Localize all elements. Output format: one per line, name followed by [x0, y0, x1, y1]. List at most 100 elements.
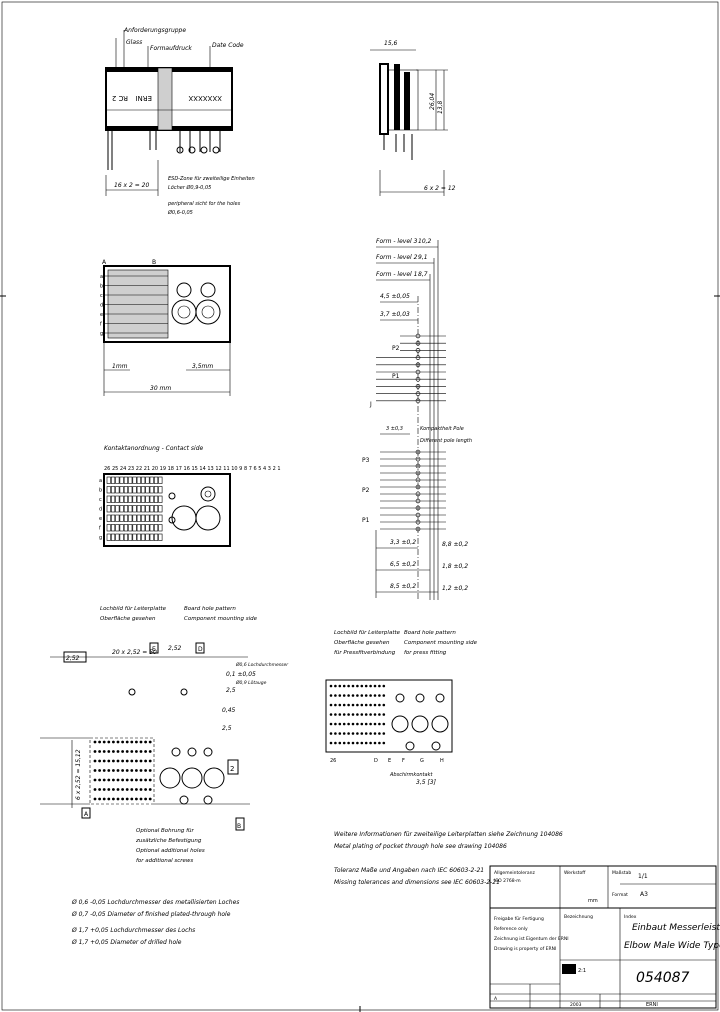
pf-col-label: H — [440, 758, 444, 764]
contact-cell — [115, 486, 120, 494]
contact-cell — [119, 486, 124, 494]
contact-cell — [145, 495, 150, 503]
pf-hole — [369, 732, 372, 735]
contact-cell — [136, 495, 141, 503]
front-note-4: Ø0,6-0,05 — [167, 209, 193, 216]
contact-cell — [115, 533, 120, 541]
pin-group-p1: P1 — [392, 373, 400, 380]
pf-hole — [373, 713, 377, 716]
legend-2: Ø 0,7 -0,05 Diameter of finished plated-… — [71, 911, 231, 918]
pcb-hole — [102, 788, 106, 791]
contact-cell — [106, 495, 111, 503]
pf-hole — [364, 684, 368, 688]
pcb-hole — [116, 769, 120, 772]
contact-row-label: d — [99, 507, 102, 513]
pcb-dim-pitch: 20 x 2,52 = 50 — [112, 649, 157, 656]
contact-cell — [123, 505, 128, 513]
contact-cell — [111, 495, 116, 503]
pcb-dim-right1: 0,1 ±0,05 — [226, 671, 256, 678]
top-row-label: f — [100, 322, 102, 328]
pf-hole — [347, 694, 350, 697]
contact-cell — [158, 486, 163, 494]
contact-cell — [158, 495, 163, 503]
pcb-hole — [93, 750, 97, 753]
pf-hole — [378, 713, 381, 716]
pcb-hole — [93, 759, 97, 763]
pf-hole — [342, 732, 346, 735]
pcb-label-right1: Board hole pattern — [184, 606, 236, 612]
pcb-hole — [121, 788, 124, 791]
pf-hole — [338, 684, 342, 688]
pin-length-marker — [415, 333, 421, 339]
pf-hole — [329, 694, 333, 697]
pin-length-marker — [415, 384, 421, 389]
top-label-b: B — [152, 259, 156, 266]
contact-cell — [119, 533, 124, 541]
pcb-hole — [112, 778, 115, 782]
contact-cell — [128, 505, 133, 513]
pin-dim-bottom3: 8,5 ±0,2 — [390, 583, 416, 590]
contact-cell — [106, 505, 111, 513]
pcb-hole — [135, 740, 138, 744]
contact-cell — [154, 533, 159, 541]
pf-hole — [329, 713, 333, 716]
pcb-hole — [116, 759, 120, 763]
pf-hole — [382, 741, 386, 745]
pf-hole — [373, 684, 377, 688]
pcb-dim-e: E — [152, 646, 156, 653]
pf-hole — [378, 703, 381, 707]
pcb-hole — [125, 778, 129, 782]
contact-cell — [145, 505, 150, 513]
pcb-hole — [107, 797, 111, 801]
pcb-hole — [148, 759, 152, 763]
tb-note-4: Drawing is property of ERNI — [494, 946, 556, 952]
pin-length-marker — [415, 449, 421, 455]
pcb-hole — [102, 740, 106, 744]
pcb-hole — [121, 750, 124, 753]
contact-cell — [111, 524, 116, 532]
contact-cell — [136, 505, 141, 513]
pcb-hole — [130, 797, 134, 801]
pcb-optional-2: zusätzliche Befestigung — [135, 838, 202, 844]
pf-label6: for press fitting — [404, 650, 447, 656]
pcb-hole — [144, 788, 148, 791]
contact-cell — [141, 524, 146, 532]
pcb-hole — [98, 759, 101, 763]
pf-hole — [347, 722, 350, 726]
pf-hole — [356, 694, 359, 697]
pin-dim-l1: 8,7 — [418, 271, 428, 278]
side-dim-width: 15,6 — [384, 40, 398, 47]
contact-cell — [128, 514, 133, 522]
tb-date: 2003 — [570, 1002, 582, 1008]
pcb-hole — [112, 769, 115, 772]
pf-hole — [334, 741, 337, 745]
pcb-hole — [112, 759, 115, 763]
pf-label4: Board hole pattern — [404, 630, 456, 636]
pcb-hole — [144, 769, 148, 772]
contact-row-label: g — [99, 535, 102, 541]
pcb-dim-right4: 2,5 — [222, 725, 232, 732]
pcb-hole — [125, 759, 129, 763]
pf-hole — [334, 694, 337, 697]
label-date-code: Date Code — [212, 42, 244, 49]
tb-scale: 2:1 — [578, 968, 586, 974]
pin-dim-b: 3,7 ±0,03 — [380, 311, 410, 318]
pin-dim-bottom2: 6,5 ±0,2 — [390, 561, 416, 568]
pf-hole — [369, 713, 372, 716]
front-note-3: peripheral sicht for the holes — [167, 201, 241, 207]
pf-hole — [378, 732, 381, 735]
pf-hole — [329, 732, 333, 735]
pf-hole — [351, 732, 355, 735]
pcb-hole — [135, 769, 138, 772]
tb-tol-label: Allgemeintoleranz — [494, 870, 535, 876]
contact-cell — [106, 533, 111, 541]
pcb-hole — [93, 788, 97, 791]
pcb-hole — [98, 740, 101, 744]
pcb-hole — [139, 769, 143, 772]
pin-label-ds2: Different pole length — [420, 438, 472, 444]
pin-length-marker — [415, 362, 421, 368]
pf-hole — [356, 703, 359, 707]
tb-units: mm — [588, 898, 598, 904]
pcb-hole — [125, 740, 129, 744]
